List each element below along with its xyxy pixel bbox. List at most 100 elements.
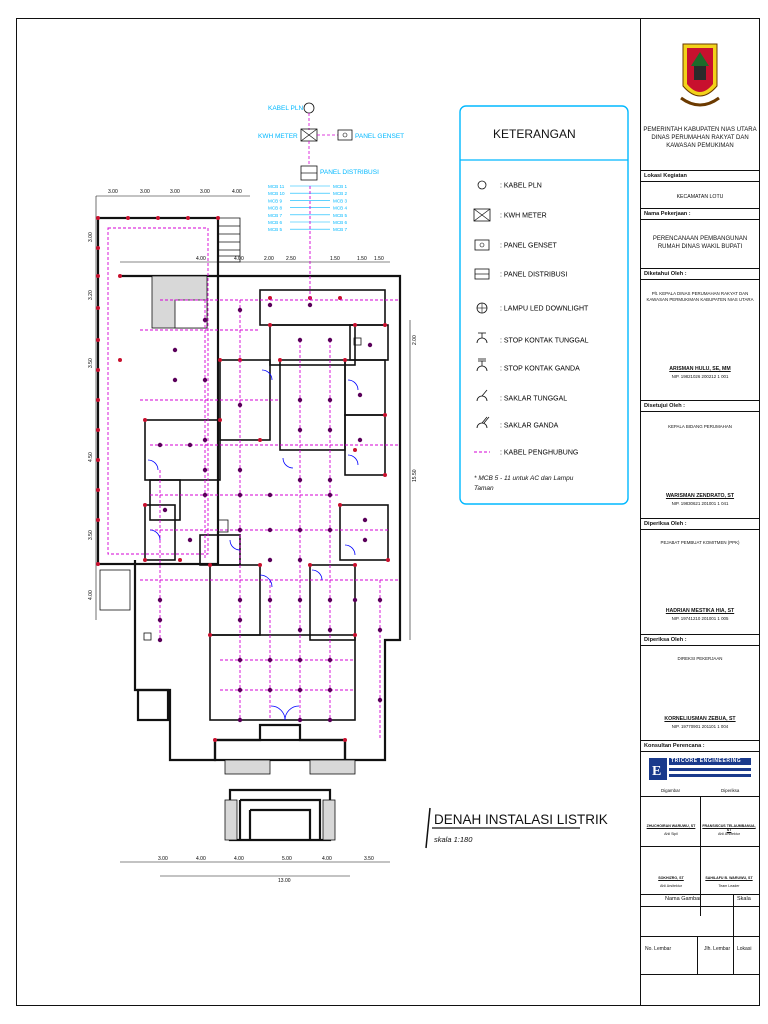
legend-item-label: : SAKLAR TUNGGAL [500, 396, 567, 403]
lamp-downlight-icon [377, 597, 383, 603]
lamp-downlight-icon [267, 302, 273, 308]
dim-top-label: 3.00 [170, 189, 180, 195]
lokasi-label: Lokasi [737, 946, 752, 952]
disetujui-nip: NIP. 19830621 201001 1 041 [671, 501, 729, 506]
lamp-downlight-icon [377, 627, 383, 633]
dim-left-label: 4.00 [88, 590, 94, 600]
panel-genset-label: PANEL GENSET [355, 133, 404, 140]
diketahui-nip: NIP. 19821026 200212 1 001 [671, 374, 729, 379]
dim-bottom-label: 5.00 [282, 856, 292, 862]
lamp-downlight-icon [297, 477, 303, 483]
mcb-left-label: MCB 11 [268, 184, 285, 189]
diperiksa1-nip: NIP. 19741210 201001 1 005 [671, 616, 729, 621]
column-marker [96, 338, 100, 342]
column-marker [258, 438, 262, 442]
sheet-frame [16, 18, 760, 1006]
lamp-downlight-icon [267, 492, 273, 498]
lamp-downlight-icon [202, 377, 208, 383]
lamp-downlight-icon [237, 687, 243, 693]
switch-single-icon [476, 389, 488, 402]
column-marker [96, 562, 100, 566]
legend-item-label: : STOP KONTAK GANDA [500, 366, 580, 373]
lamp-downlight-icon [237, 492, 243, 498]
nama-gambar-label: Nama Gambar [665, 896, 702, 902]
lamp-downlight-icon [377, 697, 383, 703]
legend-items: : KABEL PLN: KWH METER: PANEL GENSET: PA… [473, 180, 589, 457]
lamp-downlight-icon [357, 392, 363, 398]
stairs [99, 217, 356, 841]
lamp-downlight-icon [267, 687, 273, 693]
pekerjaan-line2: RUMAH DINAS WAKIL BUPATI [657, 244, 743, 250]
doors [147, 369, 359, 721]
mcb-left-label: MCB 10 [268, 191, 285, 196]
dim-top-label: 3.00 [108, 189, 118, 195]
mcb-right-label: MCB 3 [333, 198, 347, 203]
column-marker [353, 448, 357, 452]
lamp-downlight-icon [357, 437, 363, 443]
column-marker [218, 418, 222, 422]
kabel-pln-label: KABEL PLN [268, 105, 303, 112]
lamp-downlight-icon [267, 657, 273, 663]
disetujui-role: KEPALA BIDANG PERUMAHAN [668, 424, 732, 429]
lamp-downlight-icon [327, 492, 333, 498]
lamp-downlight-icon [297, 557, 303, 563]
lamp-downlight-icon [297, 597, 303, 603]
lamp-downlight-icon [297, 337, 303, 343]
lamp-downlight-icon [202, 317, 208, 323]
diketahui-line2: KAWASAN PERMUKIMAN KABUPATEN NIAS UTARA [646, 297, 754, 302]
dim-bottom-label: 3.50 [364, 856, 374, 862]
dim-left-label: 3.50 [88, 358, 94, 368]
dim-bottom-label: 4.00 [196, 856, 206, 862]
sig-b-role: Diperiksa [721, 788, 740, 793]
dim-right-label: 15.50 [412, 469, 418, 482]
org-line3: KAWASAN PEMUKIMAN [666, 143, 734, 149]
column-marker [258, 563, 262, 567]
dim-top-label: 3.00 [200, 189, 210, 195]
lamp-downlight-icon [172, 347, 178, 353]
lamp-downlight-icon [237, 597, 243, 603]
sig-1-name: ZHUCHOIRAN WARUWU, ST [646, 824, 696, 828]
dim-top2-label: 4.00 [196, 256, 206, 262]
diperiksa2-role: DIREKSI PEKERJAAN [677, 656, 723, 661]
lamp-downlight-icon [327, 717, 333, 723]
mcb-right-label: MCB 4 [333, 206, 347, 211]
column-marker [186, 216, 190, 220]
mcb-left-label: MCB 9 [268, 198, 282, 203]
column-marker [353, 563, 357, 567]
lamp-downlight-icon [157, 442, 163, 448]
lamp-downlight-icon [367, 342, 373, 348]
column-marker [218, 358, 222, 362]
column-marker [278, 358, 282, 362]
lamp-downlight-icon [237, 657, 243, 663]
lamp-downlight-icon [327, 477, 333, 483]
sig-1-role: Ahli Sipil [664, 832, 678, 836]
dim-total-label: 13.00 [278, 878, 291, 884]
diketahui-line1: Plt. KEPALA DINAS PERUMAHAN RAKYAT DAN [651, 291, 749, 296]
switch-double-icon [476, 416, 490, 429]
diketahui-name: ARISMAN HULU, SE, MM [669, 366, 731, 372]
lamp-fixtures [157, 302, 383, 723]
column-marker [96, 306, 100, 310]
lamp-downlight-icon [157, 617, 163, 623]
mcb-right-label: MCB 7 [333, 227, 347, 232]
mcb-right-label: MCB 6 [333, 220, 347, 225]
legend-item-label: : KWH METER [500, 213, 547, 220]
diperiksa2-header: Diperiksa Oleh : [641, 634, 759, 646]
power-source-schematic: KABEL PLN KWH METER PANEL GENSET PANEL D… [258, 102, 404, 232]
dim-left-label: 3.20 [88, 290, 94, 300]
column-marker [156, 216, 160, 220]
column-marker [96, 246, 100, 250]
lamp-downlight-icon [297, 627, 303, 633]
lamp-downlight-icon [237, 307, 243, 313]
disetujui-header: Disetujui Oleh : [641, 400, 759, 412]
lamp-downlight-icon [362, 517, 368, 523]
org-line1: PEMERINTAH KABUPATEN NIAS UTARA [643, 127, 757, 133]
column-marker [118, 274, 122, 278]
mcb-left-label: MCB 7 [268, 213, 282, 218]
lamp-downlight-icon [187, 442, 193, 448]
drawing-title-group: DENAH INSTALASI LISTRIK skala 1:180 [425, 807, 608, 849]
kwh-meter-label: KWH METER [258, 133, 298, 140]
legend-item-label: : KABEL PENGHUBUNG [500, 450, 578, 457]
dim-left-label: 4.50 [88, 452, 94, 462]
